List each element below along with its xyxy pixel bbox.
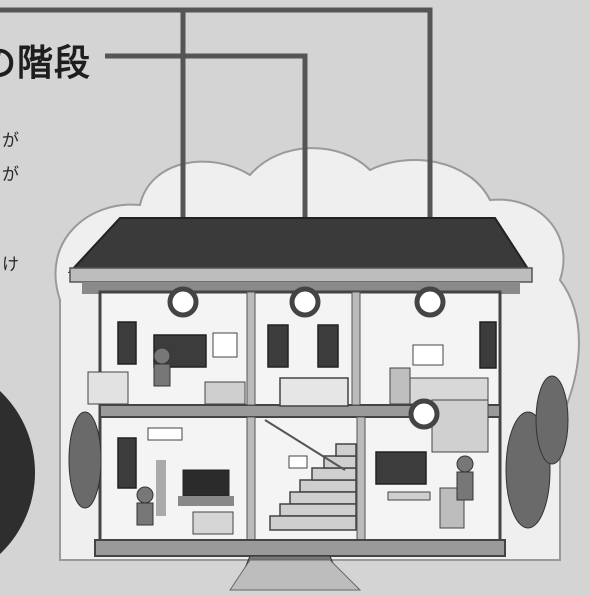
- smoke-detector-icon: [167, 286, 446, 430]
- detector-hall: [408, 398, 440, 430]
- bed-headboard: [389, 367, 411, 405]
- window-upper-mid-2: [317, 324, 339, 368]
- staircase: [269, 377, 357, 531]
- window-lower-left: [117, 437, 137, 489]
- stair-rail: [264, 419, 346, 471]
- dresser-lower-right: [431, 399, 489, 453]
- detector-stairs: [289, 286, 321, 318]
- lamp: [156, 460, 166, 516]
- tree-icon: [68, 375, 569, 529]
- ground-path: [229, 559, 362, 591]
- picture-frame: [212, 332, 238, 358]
- window-upper-left: [117, 321, 137, 365]
- sofa-upper: [204, 381, 246, 405]
- picture-frame-2: [412, 344, 444, 366]
- wall-lower-1: [246, 416, 256, 543]
- sofa-lower: [192, 511, 234, 535]
- window-upper-mid: [267, 324, 289, 368]
- person-icon: [136, 347, 474, 526]
- tv: [182, 469, 230, 497]
- thermostat: [288, 455, 308, 469]
- tv-stand: [178, 496, 234, 506]
- windows: [117, 321, 497, 489]
- side-text-line-1: が: [2, 131, 19, 151]
- table-lower-right: [387, 491, 431, 501]
- window-lower-right: [375, 451, 427, 485]
- roof: [67, 217, 532, 273]
- side-text-line-3: け: [2, 255, 19, 275]
- roof-eave: [69, 267, 533, 283]
- detector-bedroom-1: [167, 286, 199, 318]
- foundation: [94, 539, 506, 557]
- heading-text: の階段: [0, 43, 92, 84]
- leader-line-1: [0, 7, 433, 288]
- wall-upper-1: [246, 291, 256, 406]
- side-text-line-2: が: [2, 165, 19, 185]
- wall-upper-2: [351, 291, 361, 406]
- leader-line-3: [105, 53, 308, 290]
- window-upper-right: [479, 321, 497, 369]
- desk-upper: [87, 371, 129, 405]
- wall-lower-2: [356, 416, 366, 543]
- detector-bedroom-2: [414, 286, 446, 318]
- aircon: [147, 427, 183, 441]
